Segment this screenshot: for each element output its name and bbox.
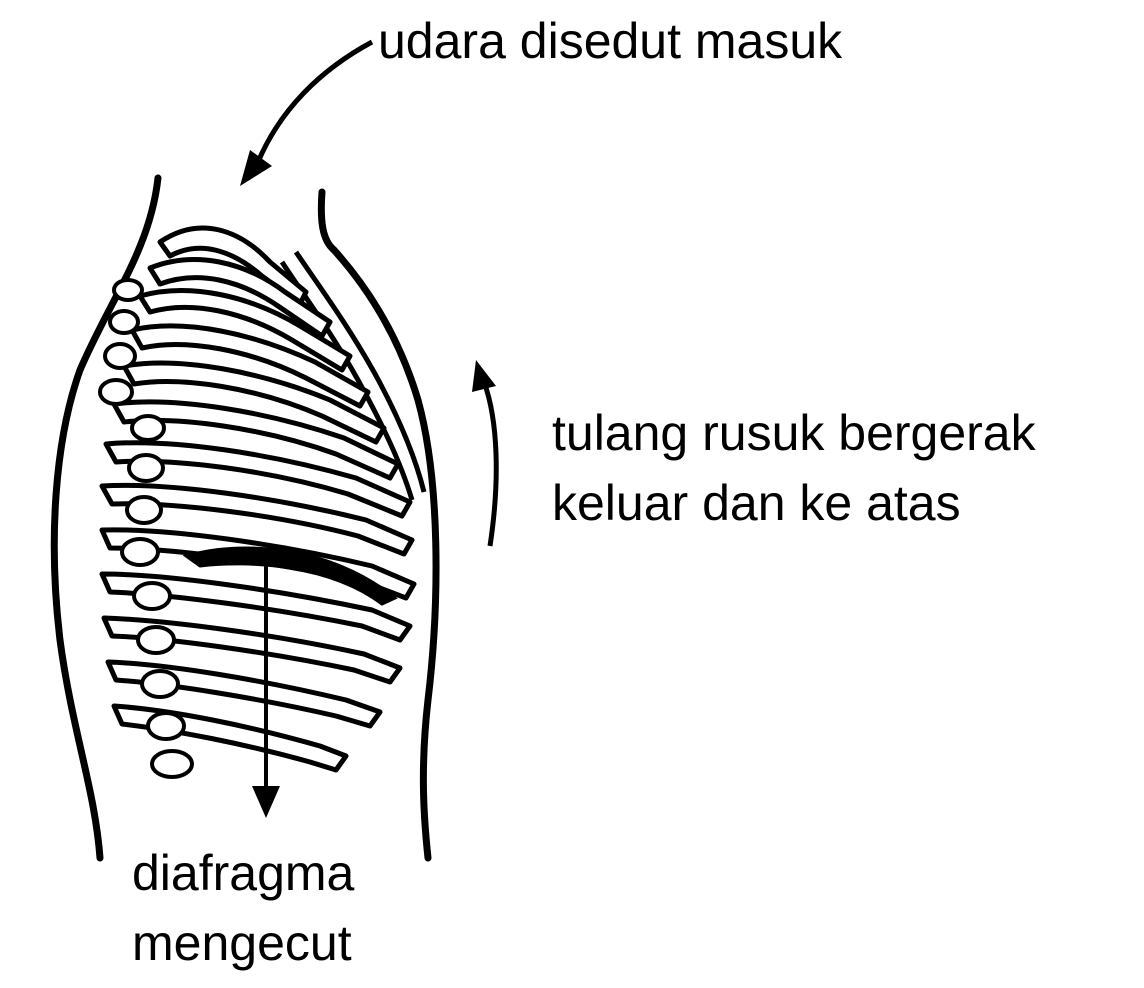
air-in-arrow [240, 39, 374, 186]
ribs-upper [99, 225, 415, 557]
rib [137, 288, 353, 373]
rib [111, 399, 401, 481]
ribs-movement-label-line-2: keluar dan ke atas [552, 475, 961, 531]
diaphragm-curve [182, 546, 398, 606]
rib [111, 703, 349, 773]
rib [129, 323, 371, 409]
body-outline-right [317, 188, 440, 862]
ribs-up-arrow [472, 360, 499, 547]
rib [103, 440, 413, 519]
diaphragm-label: diafragma mengecut [132, 838, 354, 978]
rib [157, 225, 309, 307]
diaphragm-down-arrow [252, 560, 280, 818]
rib [147, 257, 333, 339]
air-in-label: udara disedut masuk [378, 13, 843, 69]
rib [99, 571, 413, 643]
ribs-movement-label-line-1: tulang rusuk bergerak [552, 405, 1036, 461]
rib [99, 482, 415, 557]
ribs-movement-label: tulang rusuk bergerak keluar dan ke atas [552, 398, 1036, 538]
rib [99, 527, 417, 601]
rib [121, 360, 387, 445]
vertebrae [98, 278, 194, 779]
diaphragm-label-line-2: mengecut [132, 915, 352, 971]
diaphragm-label-line-1: diafragma [132, 845, 355, 901]
